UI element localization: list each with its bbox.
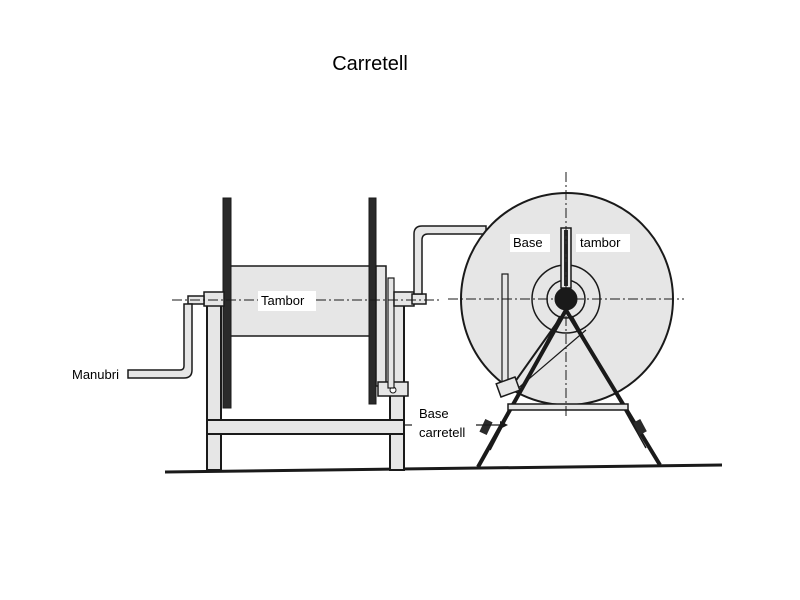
left-flange bbox=[222, 197, 232, 409]
front-support-rod bbox=[501, 273, 509, 387]
right-flange bbox=[368, 197, 377, 405]
base-carretell-label-line1: Base bbox=[419, 406, 449, 421]
tambor-front-label: tambor bbox=[580, 235, 621, 250]
diagram-title: Carretell bbox=[332, 53, 408, 75]
front-view bbox=[460, 192, 674, 468]
manubri-label: Manubri bbox=[72, 367, 119, 382]
frame-crossbar bbox=[206, 419, 405, 435]
front-clamp bbox=[495, 376, 521, 398]
right-axle-collar bbox=[393, 291, 415, 307]
stand-crossbar bbox=[507, 403, 629, 411]
tambor-front-label-bg bbox=[576, 234, 630, 252]
stand-leg-right-inner bbox=[571, 315, 647, 449]
stand-foot-right bbox=[633, 418, 647, 436]
left-axle-collar bbox=[203, 291, 225, 307]
tambor-side-label-bg bbox=[258, 291, 316, 311]
stand-leg-right bbox=[564, 308, 662, 467]
right-axle-end bbox=[411, 293, 427, 305]
left-frame-post bbox=[206, 297, 222, 471]
base-front-label: Base bbox=[513, 235, 543, 250]
hand-crank bbox=[127, 303, 193, 379]
stand-foot-left bbox=[479, 418, 493, 436]
tambor-side-label: Tambor bbox=[261, 293, 305, 308]
stand-brace-1 bbox=[511, 309, 567, 387]
right-hub-plate bbox=[375, 265, 387, 387]
base-carretell-arrowhead bbox=[500, 421, 508, 429]
side-view bbox=[127, 197, 487, 471]
base-carretell-label-line2: carretell bbox=[419, 425, 465, 440]
side-rod bbox=[387, 277, 395, 389]
stand-brace-2 bbox=[515, 329, 587, 391]
base-front-label-bg bbox=[510, 234, 550, 252]
ground-line bbox=[164, 463, 723, 474]
